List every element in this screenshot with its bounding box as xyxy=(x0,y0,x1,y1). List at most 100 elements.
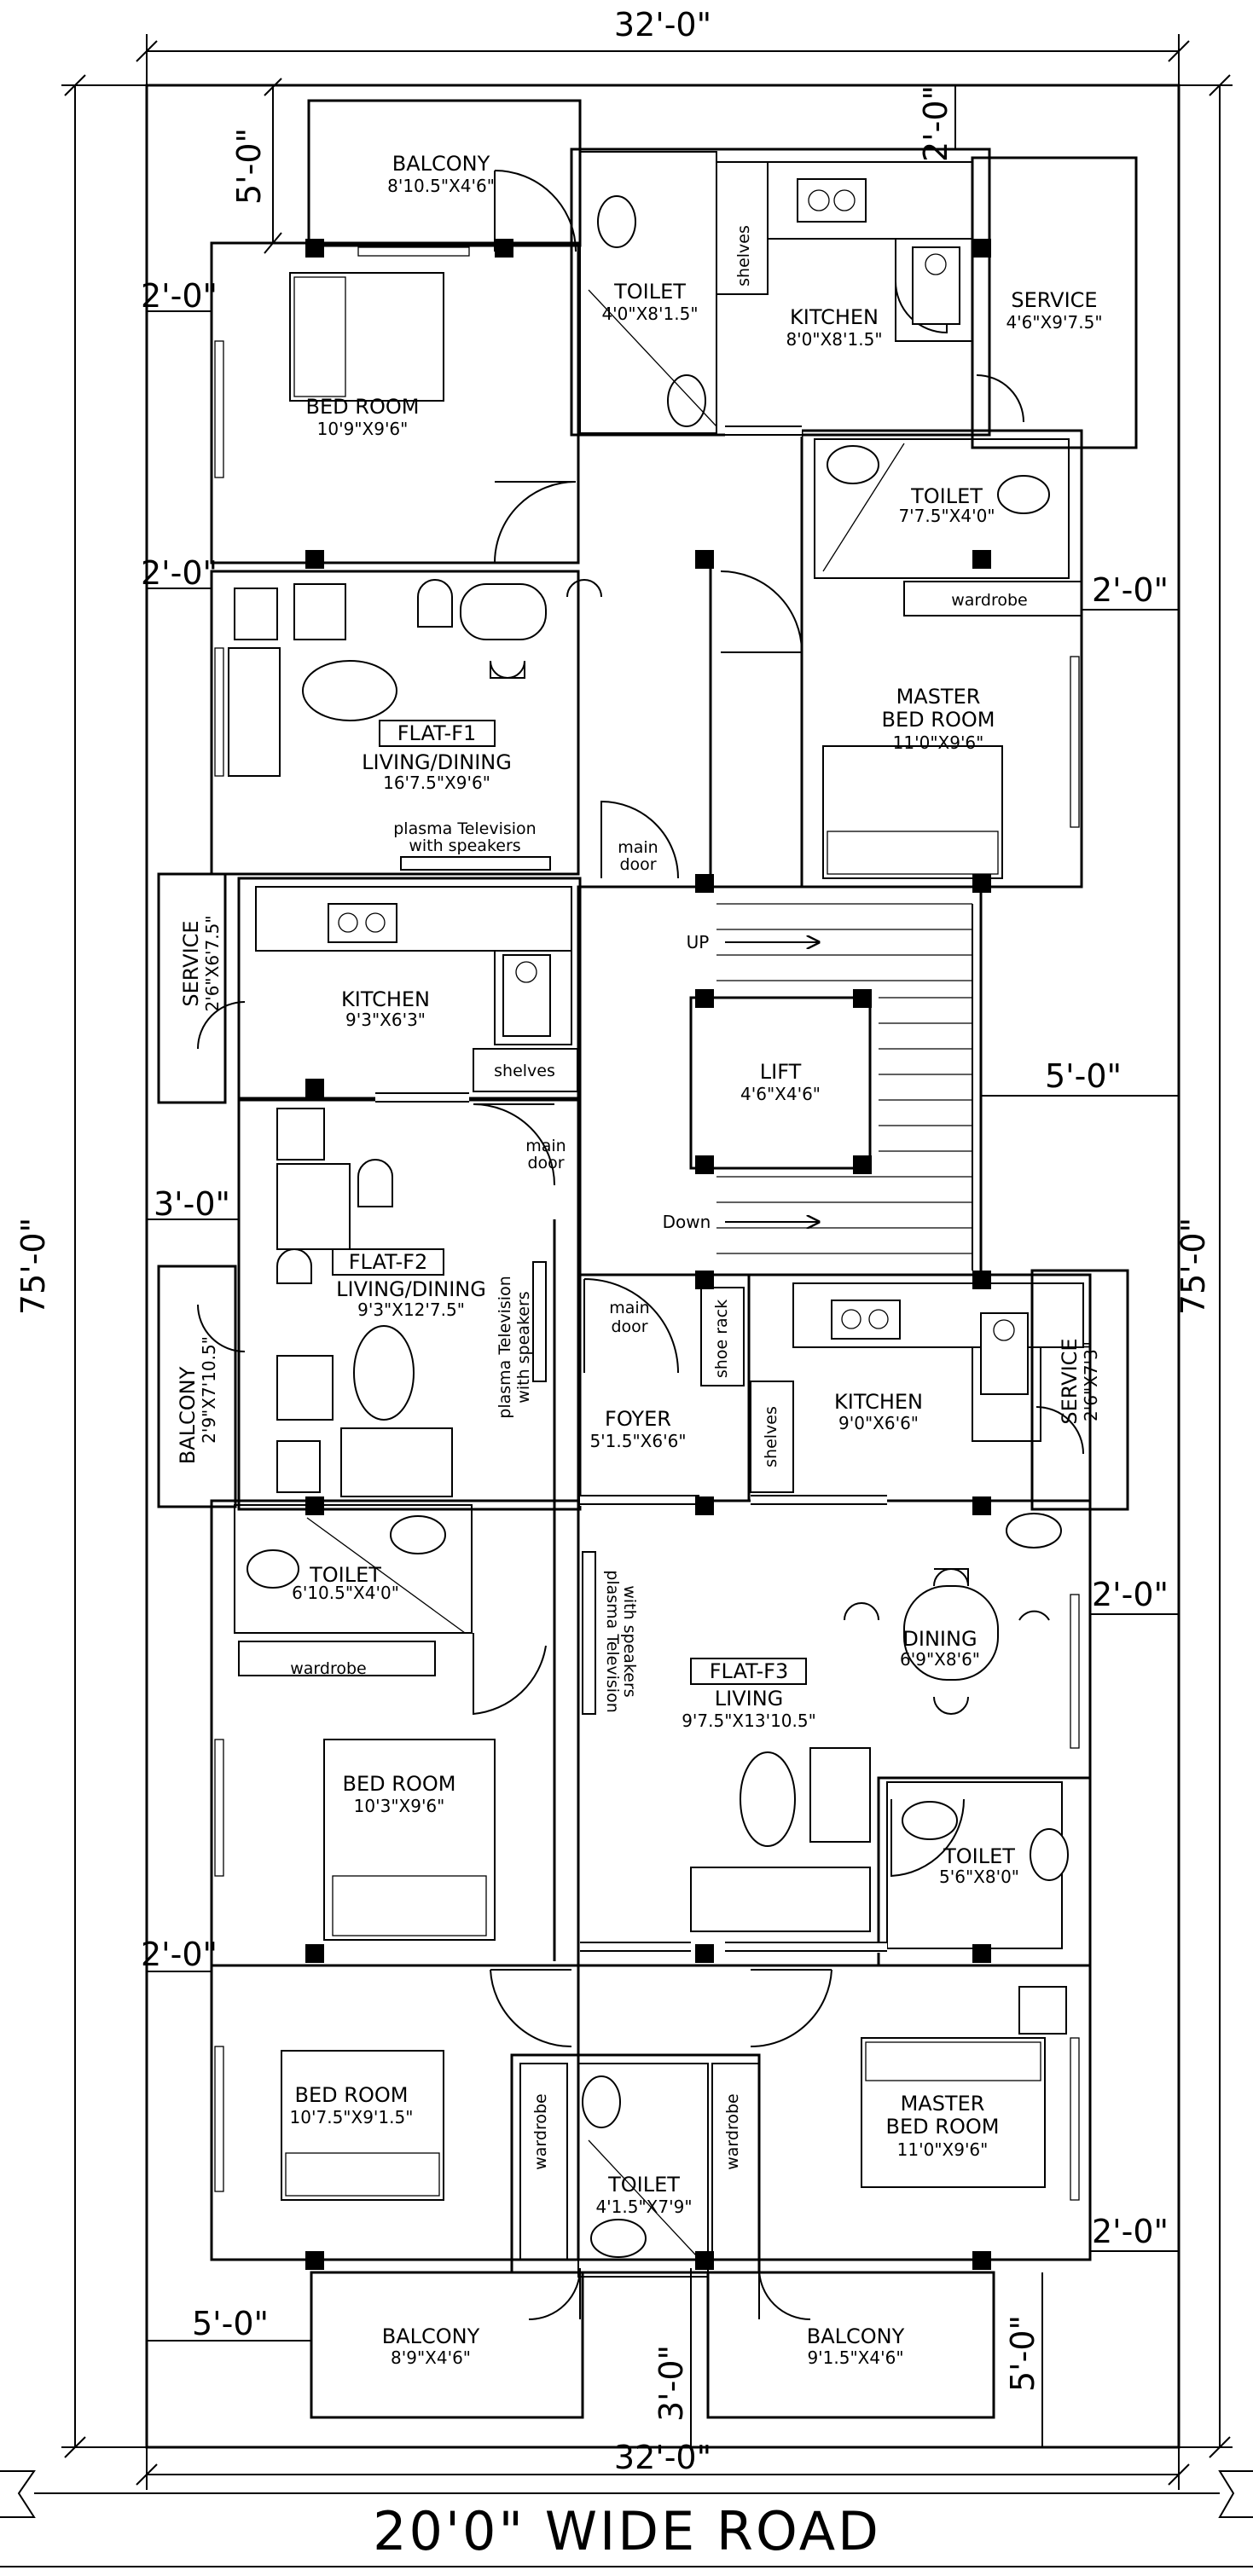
toilet-master-f1-size: 7'7.5"X4'0" xyxy=(898,506,995,526)
kitchen-f1-name: KITCHEN xyxy=(790,305,879,329)
service-f1-size: 4'6"X9'7.5" xyxy=(1006,312,1102,333)
dim-setback-top-2: 2'-0" xyxy=(917,85,954,162)
lift-name: LIFT xyxy=(760,1060,802,1084)
dim-depth-left: 75'-0" xyxy=(15,1218,52,1315)
dim-setback-2e: 2'-0" xyxy=(141,1936,218,1973)
dim-width-bottom: 32'-0" xyxy=(614,2439,711,2476)
tv-f1-label-1: plasma Television xyxy=(393,819,536,838)
balcony-f2-hatch xyxy=(157,1265,237,1508)
service-f1-name: SERVICE xyxy=(1011,288,1097,312)
dim-depth-right: 75'-0" xyxy=(1175,1218,1212,1315)
staircase xyxy=(716,903,973,1271)
flat-f3-tag-box xyxy=(690,1658,807,1685)
stair-down-label: Down xyxy=(663,1212,711,1232)
shelves-f3-label: shelves xyxy=(762,1406,780,1467)
living-f3-size: 9'7.5"X13'10.5" xyxy=(682,1711,816,1731)
toilet-master-f3-size: 5'6"X8'0" xyxy=(939,1867,1019,1887)
master-f3-name: MASTER xyxy=(901,2092,985,2116)
living-f1-size: 16'7.5"X9'6" xyxy=(383,773,490,793)
service-f2-name: SERVICE xyxy=(179,920,203,1006)
tv-f3-label-2: with speakers xyxy=(620,1585,639,1697)
balcony-f2-name: BALCONY xyxy=(176,1366,200,1464)
walls xyxy=(210,148,1092,2274)
master-f1-name: MASTER xyxy=(896,685,981,709)
flat-f2-tag-box xyxy=(332,1248,444,1276)
dining-f3-name: DINING xyxy=(902,1627,977,1651)
bedroom-f2-size: 10'3"X9'6" xyxy=(354,1796,445,1816)
dim-setback-bottom-3: 3'-0" xyxy=(653,2345,690,2422)
foyer-size: 5'1.5"X6'6" xyxy=(589,1431,686,1451)
shelves-f2-label: shelves xyxy=(494,1062,555,1080)
storage-units xyxy=(238,161,1082,2261)
balcony-b2-hatch xyxy=(706,2271,995,2419)
shelves-f1-label: shelves xyxy=(734,225,753,287)
service-f3-name: SERVICE xyxy=(1058,1338,1082,1424)
balcony-b1-name: BALCONY xyxy=(382,2324,480,2348)
main-door-f2-1: main xyxy=(525,1137,566,1155)
road-edge xyxy=(0,2470,1253,2567)
toilet-f3-name: TOILET xyxy=(607,2173,680,2197)
tv-f2-label-1: plasma Television xyxy=(496,1276,514,1418)
dining-f3-size: 6'9"X8'6" xyxy=(900,1649,980,1670)
kitchen-f2-size: 9'3"X6'3" xyxy=(345,1010,426,1030)
kitchen-f3-size: 9'0"X6'6" xyxy=(838,1413,919,1433)
hatched-areas xyxy=(157,99,1138,2419)
master-f3-size: 11'0"X9'6" xyxy=(897,2139,989,2160)
dim-setback-2a: 2'-0" xyxy=(141,277,218,315)
setback-dimension-lines xyxy=(147,78,1179,2447)
stair-up-label: UP xyxy=(687,932,710,952)
living-f1-name: LIVING/DINING xyxy=(362,750,512,774)
wardrobe-f3a-label: wardrobe xyxy=(531,2093,550,2170)
tiled-areas xyxy=(234,151,1070,2278)
master-f1-size: 11'0"X9'6" xyxy=(893,732,984,753)
fixtures xyxy=(247,161,1084,2269)
bedroom-f2-name: BED ROOM xyxy=(343,1772,456,1796)
tv-f3-label-1: plasma Television xyxy=(603,1570,622,1712)
bedroom-f3-name: BED ROOM xyxy=(295,2083,409,2107)
toilet-f3-size: 4'1.5"X7'9" xyxy=(595,2197,692,2217)
overall-dimension-lines xyxy=(61,34,1233,2490)
toilet-f2-name: TOILET xyxy=(309,1563,381,1587)
road-label: 20'0" WIDE ROAD xyxy=(373,2500,881,2562)
dim-setback-bl-5: 5'-0" xyxy=(192,2305,269,2342)
main-door-f1-2: door xyxy=(619,855,656,874)
balcony-b2-name: BALCONY xyxy=(807,2324,905,2348)
master-f1-name2: BED ROOM xyxy=(882,708,995,732)
main-door-f1-1: main xyxy=(618,838,658,857)
dim-setback-2c: 2'-0" xyxy=(1092,571,1169,609)
lift-size: 4'6"X4'6" xyxy=(740,1084,821,1104)
plot-boundary xyxy=(145,84,1180,2449)
tv-f1-label-2: with speakers xyxy=(409,836,520,855)
kitchen-f1-size: 8'0"X8'1.5" xyxy=(786,329,882,350)
dim-setback-mid-5: 5'-0" xyxy=(1045,1057,1122,1095)
service-f3-hatch xyxy=(1030,1269,1129,1511)
dim-setback-2f: 2'-0" xyxy=(1092,2213,1169,2250)
dim-setback-top-5: 5'-0" xyxy=(230,128,268,205)
flat-f3-tag: FLAT-F3 xyxy=(710,1659,788,1683)
balcony-b1-size: 8'9"X4'6" xyxy=(391,2347,471,2368)
tv-f2-label-2: with speakers xyxy=(514,1291,533,1403)
toilet-master-f1-name: TOILET xyxy=(910,484,983,508)
shoe-rack-label: shoe rack xyxy=(712,1300,731,1378)
flat-f1-tag: FLAT-F1 xyxy=(397,721,476,745)
main-door-f2-2: door xyxy=(527,1154,564,1172)
foyer-name: FOYER xyxy=(605,1407,671,1431)
bedroom-f1-name: BED ROOM xyxy=(306,395,420,419)
bedroom-f1-size: 10'9"X9'6" xyxy=(317,419,409,439)
dim-setback-2b: 2'-0" xyxy=(141,554,218,592)
main-door-f3-1: main xyxy=(609,1299,649,1317)
balcony-top-name: BALCONY xyxy=(392,152,490,176)
balcony-b1-hatch xyxy=(310,2271,584,2419)
flat-f1-tag-box xyxy=(379,720,496,747)
service-f3-size: 2'6"X7'3" xyxy=(1081,1341,1101,1421)
master-f3-name2: BED ROOM xyxy=(886,2115,1000,2139)
openings xyxy=(375,425,887,1953)
wardrobe-f2-label: wardrobe xyxy=(290,1659,367,1678)
flat-f2-tag: FLAT-F2 xyxy=(349,1250,427,1274)
toilet-master-f3-name: TOILET xyxy=(943,1844,1015,1868)
wardrobe-f1-label: wardrobe xyxy=(951,591,1028,610)
windows xyxy=(214,246,1080,2201)
toilet-f2-size: 6'10.5"X4'0" xyxy=(292,1583,399,1603)
toilet-f1-size: 4'0"X8'1.5" xyxy=(601,304,698,324)
